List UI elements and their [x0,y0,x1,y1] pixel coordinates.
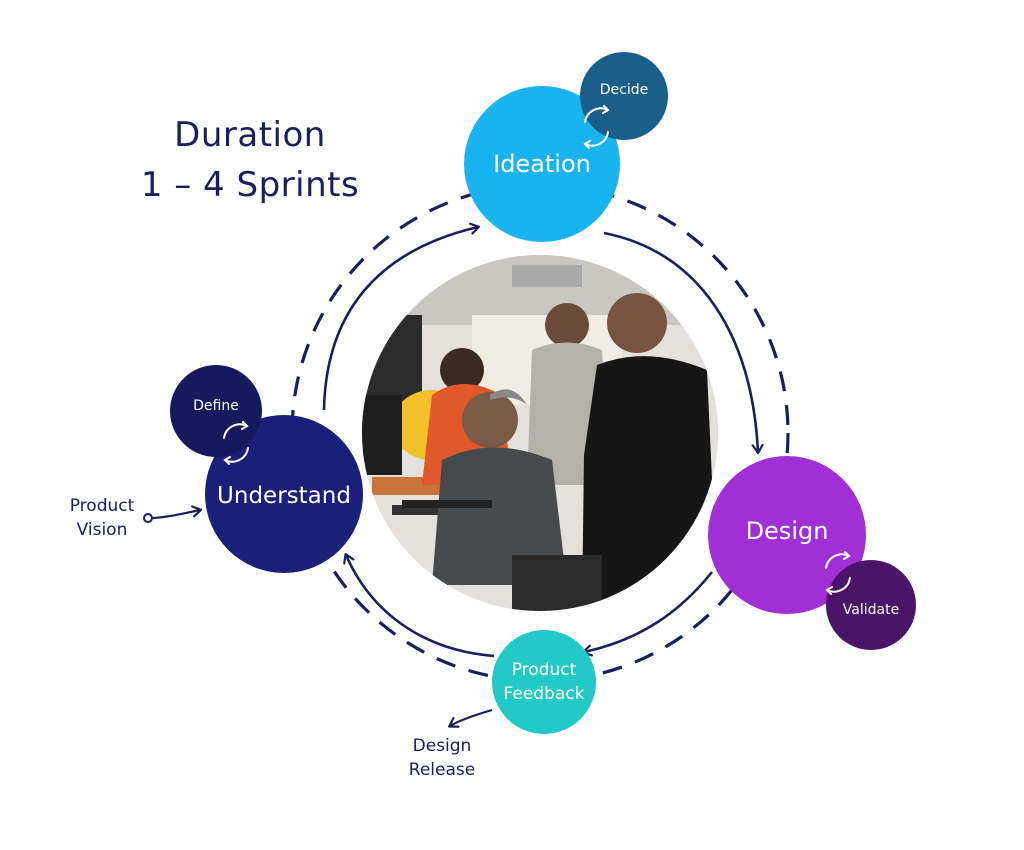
product-vision-dot [143,513,153,523]
define-bubble: Define [170,365,262,457]
arrow-understand-to-ideation [322,227,478,411]
design-release-line2: Release [408,760,476,780]
team-photo [362,255,718,611]
product-vision-line2: Vision [76,520,128,540]
team-photo-icon [362,255,718,611]
duration-title: Duration 1 – 4 Sprints [120,110,380,210]
define-label: Define [193,398,239,414]
understand-label: Understand [217,483,351,509]
product-vision-line1: Product [69,496,135,516]
arrow-feedback-to-understand [346,555,495,658]
feedback-line1: Product [511,660,577,680]
product-feedback-bubble: Product Feedback [492,630,596,734]
decide-label: Decide [599,82,649,98]
arrow-design-to-feedback [584,571,714,652]
design-release-label: Design Release [392,734,492,782]
design-release-line1: Design [412,736,472,756]
arrow-feedback-to-release [450,708,493,726]
title-line1: Duration [174,115,326,155]
feedback-line2: Feedback [503,684,585,704]
title-line2: 1 – 4 Sprints [140,165,360,205]
ideation-label: Ideation [493,150,591,178]
arrow-vision-to-understand [152,510,200,520]
product-vision-label: Product Vision [52,494,152,542]
validate-label: Validate [842,602,900,618]
decide-bubble: Decide [580,52,668,140]
validate-bubble: Validate [826,560,916,650]
arrow-ideation-to-design [603,231,758,452]
design-label: Design [745,517,829,545]
